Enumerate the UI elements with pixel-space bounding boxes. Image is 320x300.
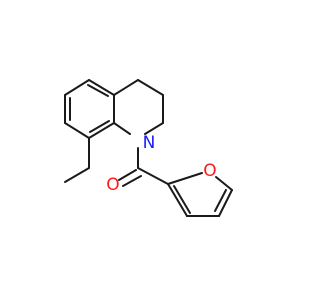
bond-furan-o-c2 [167, 172, 203, 185]
bond-c8-c8a [88, 122, 115, 139]
bond-furan-c2-c3 [167, 183, 188, 217]
bond-carbonyl-double-b [122, 175, 142, 187]
nitrogen-atom-label: N [143, 133, 156, 153]
bond-c4a-c4 [113, 79, 139, 96]
bond-c4-c3 [137, 79, 164, 96]
bond-furan-c5-o [215, 176, 233, 191]
bond-c4a-c5 [88, 79, 115, 96]
molecule-structure-diagram: N O O [0, 0, 300, 300]
bond-c5-c6 [64, 79, 90, 96]
bond-furan-c4-c5-inner [214, 189, 227, 212]
bond-n1-c8a [113, 122, 131, 135]
bond-carbonyl-to-furan [137, 167, 169, 185]
atom-label-group: N O O [106, 133, 216, 195]
bond-methyl-tip [64, 167, 90, 183]
carbonyl-oxygen-atom-label: O [106, 175, 119, 195]
bond-group [64, 79, 233, 217]
bond-c8-c8a-inner [89, 120, 110, 133]
bond-furan-c2-c3-inner [173, 185, 191, 214]
bond-furan-c4-c5 [218, 189, 233, 217]
furan-oxygen-atom-label: O [203, 161, 216, 181]
bond-c7-c8 [64, 122, 90, 139]
bond-carbonyl-double-a [118, 169, 137, 181]
bond-c5-c5-inner [87, 84, 109, 97]
bond-c2-n1 [144, 122, 164, 135]
background [0, 0, 300, 300]
